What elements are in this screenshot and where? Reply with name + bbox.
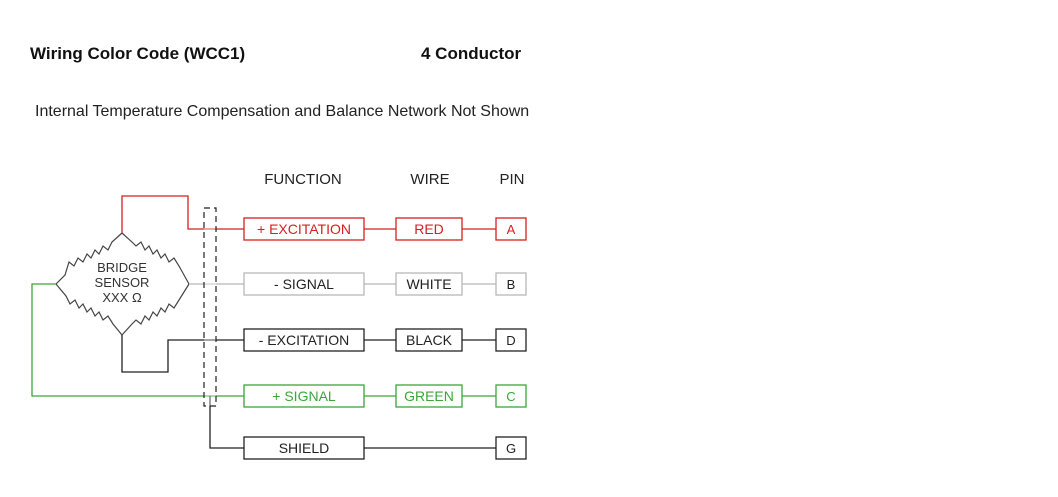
function-label: SHIELD: [279, 440, 330, 456]
wiring-row-signal: - SIGNAL WHITE B: [243, 272, 527, 296]
pin-label: A: [507, 222, 516, 237]
bridge-resistor-bottom-left: [55, 283, 123, 336]
sensor-label-bridge: BRIDGE: [97, 260, 147, 275]
sensor-label-sensor: SENSOR: [95, 275, 150, 290]
function-label: + SIGNAL: [272, 388, 336, 404]
sensor-label-resistance: XXX Ω: [102, 290, 142, 305]
pin-box: [495, 436, 527, 460]
pin-box: [495, 272, 527, 296]
wire-label: BLACK: [406, 332, 453, 348]
column-header-wire: WIRE: [410, 171, 449, 188]
diagram-note: Internal Temperature Compensation and Ba…: [35, 103, 530, 120]
pin-label: C: [506, 389, 515, 404]
bridge-resistor-bottom-right: [121, 283, 190, 336]
page-title: Wiring Color Code (WCC1): [30, 44, 246, 63]
wire-shield-path: [209, 396, 244, 449]
pin-box: [495, 384, 527, 408]
pin-label: D: [506, 333, 515, 348]
wiring-row-signal: + SIGNAL GREEN C: [243, 384, 527, 408]
wiring-row-excitation: - EXCITATION BLACK D: [243, 328, 527, 352]
pin-label: B: [507, 277, 516, 292]
wire-red-path: [121, 195, 244, 233]
bridge-resistor-top-left: [55, 232, 123, 285]
bridge-sensor: BRIDGE SENSOR XXX Ω: [55, 232, 190, 336]
bridge-resistor-top-right: [121, 232, 190, 285]
conductor-count: 4 Conductor: [421, 44, 522, 63]
pin-label: G: [506, 441, 516, 456]
wire-black-path: [121, 335, 244, 373]
column-header-function: FUNCTION: [264, 171, 342, 188]
column-header-pin: PIN: [499, 171, 524, 188]
cable-jacket: [203, 207, 217, 407]
function-label: + EXCITATION: [257, 221, 351, 237]
pin-box: [495, 217, 527, 241]
wire-label: WHITE: [406, 276, 451, 292]
pin-box: [495, 328, 527, 352]
wire-green-path: [31, 283, 244, 397]
wire-label: GREEN: [404, 388, 454, 404]
function-label: - SIGNAL: [274, 276, 334, 292]
function-label: - EXCITATION: [259, 332, 349, 348]
wire-label: RED: [414, 221, 444, 237]
wiring-row-shield: SHIELD G: [243, 436, 527, 460]
wiring-row-excitation: + EXCITATION RED A: [243, 217, 527, 241]
